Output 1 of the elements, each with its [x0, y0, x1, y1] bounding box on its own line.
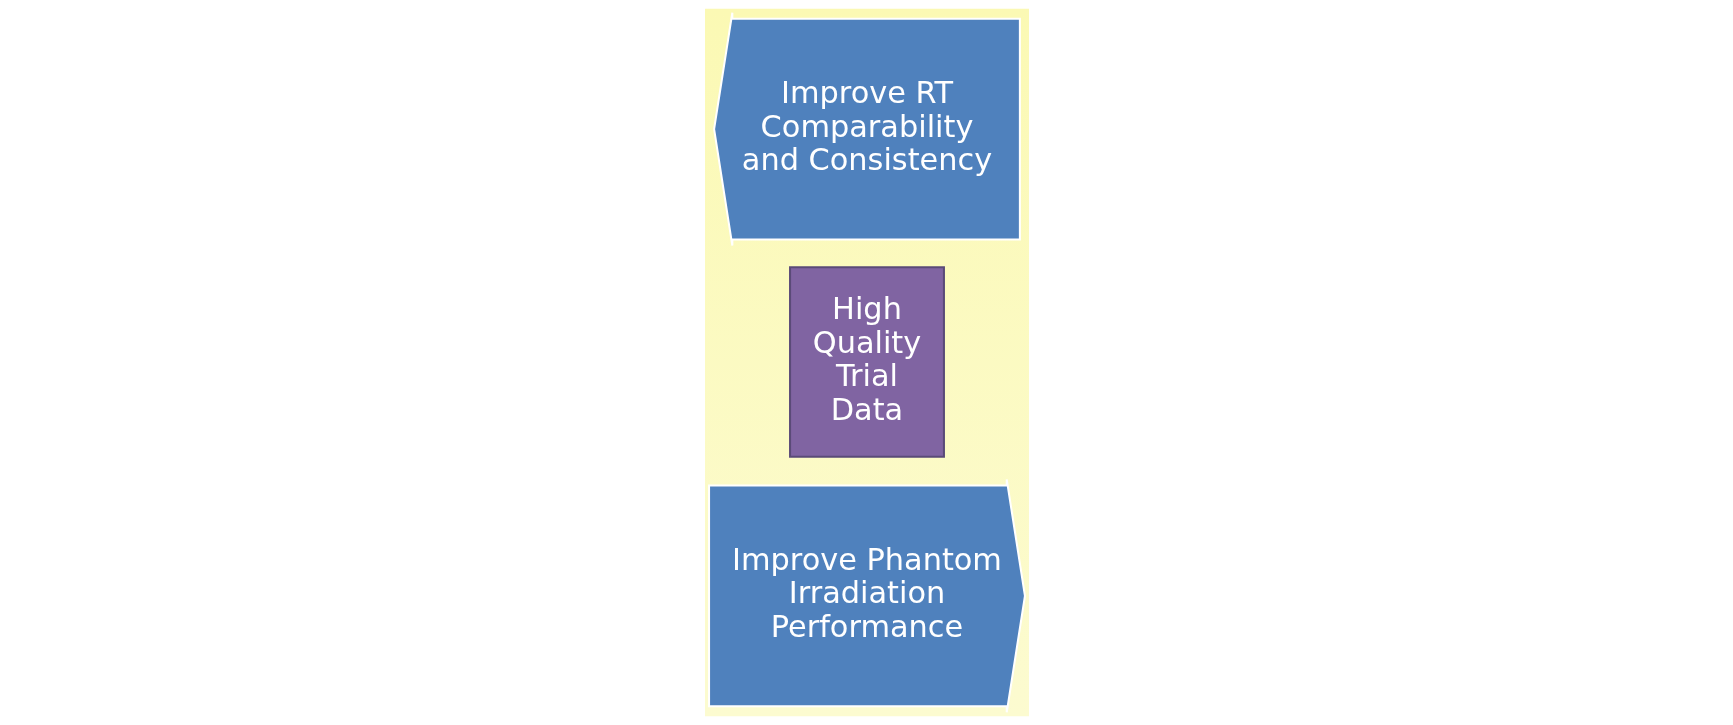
node-box: High Quality Trial Data [788, 266, 945, 458]
